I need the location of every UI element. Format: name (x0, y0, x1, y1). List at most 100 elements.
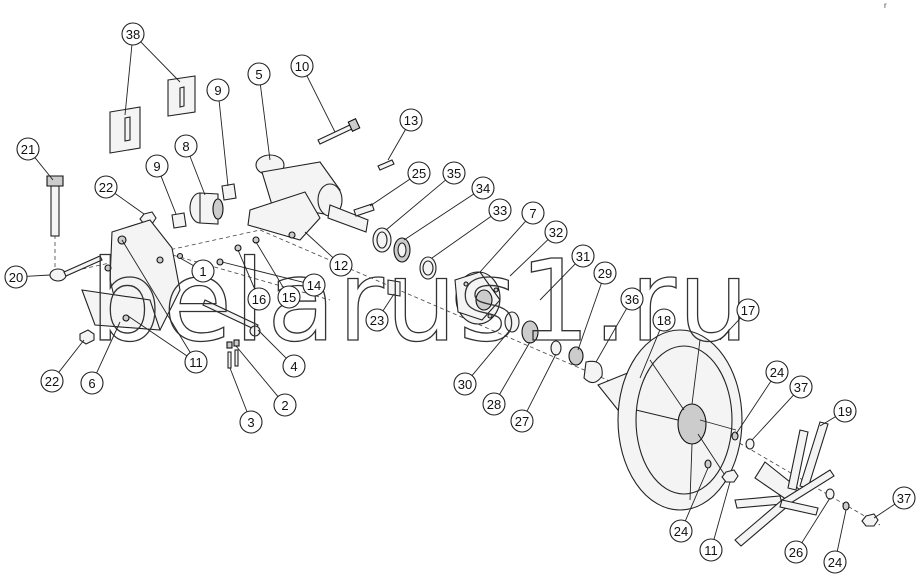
leader-line (235, 345, 279, 397)
callout-number: 35 (447, 166, 461, 181)
leader-line (479, 220, 526, 273)
callout-13: 13 (387, 108, 423, 161)
part-9-washer-low (171, 212, 187, 229)
callout-circle (4, 265, 28, 289)
callout-number: 18 (657, 313, 671, 328)
part-10-bolt (317, 118, 361, 145)
callout-21: 21 (16, 137, 54, 181)
leader-line (431, 215, 492, 259)
part-23-bolt (387, 279, 401, 297)
part-5-housing (247, 154, 369, 241)
callout-16: 16 (237, 249, 271, 311)
leader-line (403, 193, 475, 241)
callout-number: 24 (674, 524, 688, 539)
callout-2: 2 (235, 345, 297, 417)
callout-circle (80, 371, 104, 395)
leader-line (229, 367, 248, 412)
leader-line (121, 239, 191, 353)
callout-22: 22 (94, 175, 145, 215)
callout-9: 9 (145, 154, 177, 215)
callout-circle (620, 287, 644, 311)
leader-line (96, 321, 121, 374)
leader-line (255, 241, 284, 288)
callout-4: 4 (257, 329, 306, 378)
callout-number: 27 (515, 414, 529, 429)
callout-11: 11 (121, 239, 208, 374)
callout-number: 4 (290, 359, 297, 374)
callout-24: 24 (735, 360, 789, 435)
callout-circle (669, 519, 693, 543)
callout-circle (206, 78, 230, 102)
leader-line (735, 380, 772, 435)
leader-line (257, 329, 287, 359)
callout-circle (145, 154, 169, 178)
leader-line (34, 157, 54, 181)
callout-circle (365, 308, 389, 332)
callout-27: 27 (510, 353, 557, 433)
part-20-eye-bolt (49, 255, 103, 282)
leader-line (873, 503, 896, 519)
leader-line (304, 231, 334, 258)
callout-18: 18 (639, 308, 676, 379)
leader-line (713, 481, 731, 540)
callout-35: 35 (385, 161, 466, 231)
callout-circle (273, 393, 297, 417)
callout-number: 9 (153, 159, 160, 174)
leader-line (577, 283, 602, 351)
callout-circle (399, 108, 423, 132)
callout-number: 22 (45, 374, 59, 389)
callout-number: 24 (770, 365, 784, 380)
callout-14: 14 (221, 261, 326, 297)
callout-number: 32 (549, 225, 563, 240)
leader-line (526, 353, 557, 412)
part-4-pin (202, 299, 261, 337)
callout-circle (121, 22, 145, 46)
callout-22: 22 (40, 339, 85, 393)
leader-line (509, 239, 549, 277)
leader-line (539, 263, 576, 301)
part-30-cup (504, 311, 520, 333)
callout-circle (290, 54, 314, 78)
part-28-bearing (521, 320, 539, 344)
part-36-cap (583, 360, 603, 384)
callout-number: 38 (126, 27, 140, 42)
leader-line (179, 257, 194, 266)
watermark-text: belarus1.ru (90, 237, 751, 367)
callout-number: 11 (189, 355, 203, 370)
callout-circle (277, 285, 301, 309)
callout-25: 25 (369, 161, 431, 207)
callout-32: 32 (509, 220, 568, 277)
callout-circle (442, 161, 466, 185)
callout-circle (833, 399, 857, 423)
callout-circle (488, 198, 512, 222)
callout-12: 12 (304, 231, 353, 277)
callout-37: 37 (751, 375, 813, 441)
callout-number: 28 (487, 397, 501, 412)
callout-number: 36 (625, 292, 639, 307)
leader-line (499, 341, 531, 395)
callout-circle (184, 350, 208, 374)
leader-line (471, 329, 511, 376)
callout-number: 3 (247, 415, 254, 430)
leader-line (801, 497, 831, 543)
callout-circle (571, 244, 595, 268)
callout-circle (247, 287, 271, 311)
callout-10: 10 (290, 54, 336, 133)
callout-number: 15 (282, 290, 296, 305)
callout-30: 30 (453, 329, 511, 396)
part-7-hub (454, 271, 501, 325)
leader-line (751, 394, 794, 441)
callout-28: 28 (482, 341, 531, 416)
callout-number: 37 (794, 380, 808, 395)
leader-line (639, 329, 661, 379)
callout-circle (482, 392, 506, 416)
part-2-3-screws (226, 339, 240, 369)
callout-circle (407, 161, 431, 185)
part-right-hardware (704, 431, 879, 527)
callout-circle (736, 298, 760, 322)
leader-line (58, 339, 85, 373)
callout-36: 36 (595, 287, 644, 363)
leader-line (719, 317, 741, 341)
callout-number: 37 (897, 491, 911, 506)
